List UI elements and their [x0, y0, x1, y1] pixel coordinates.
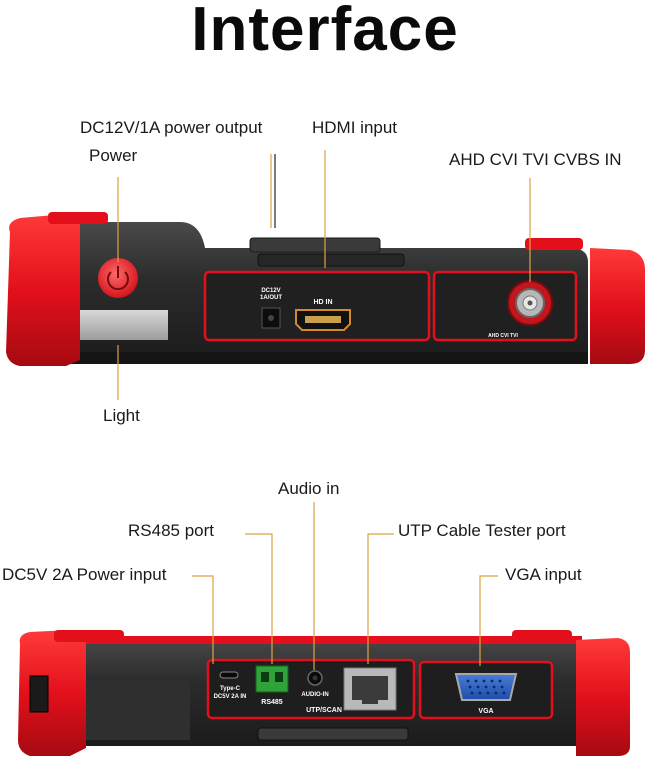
light-indicator: [80, 310, 168, 340]
dc-port-label-1: DC12V: [261, 288, 280, 294]
bottom-device: Type-C DC5V 2A IN RS485 AUDIO-IN UTP/SCA…: [18, 630, 630, 756]
bottom-callout-lines: [192, 502, 498, 670]
dc-output-label: DC12V/1A power output: [80, 118, 263, 137]
top-left-bumper: [6, 214, 80, 366]
vga-port-label: VGA: [478, 708, 493, 715]
top-right-bumper: [590, 248, 645, 364]
top-port-panel: [203, 270, 431, 342]
utp-port-label: UTP/SCAN: [306, 707, 342, 714]
top-device: DC12V 1A/OUT HD IN AHD CVI TVI: [6, 212, 645, 366]
bnc-port-label: AHD CVI TVI: [488, 333, 518, 339]
rs485-label: RS485 port: [128, 521, 214, 540]
dc-input-label: DC5V 2A Power input: [2, 565, 167, 584]
typec-port: [219, 671, 239, 679]
rs485-port-label: RS485: [261, 699, 283, 706]
dc-port-label-2: 1A/OUT: [260, 295, 282, 301]
typec-label-1: Type-C: [220, 686, 241, 692]
page-title: Interface: [191, 0, 459, 64]
utp-label: UTP Cable Tester port: [398, 521, 566, 540]
vga-input-label: VGA input: [505, 565, 582, 584]
bottom-left-bumper: [18, 630, 86, 756]
rs485-terminal: [255, 665, 289, 693]
top-callout-lines: [117, 150, 531, 400]
bottom-right-bumper: [576, 638, 630, 756]
video-in-label: AHD CVI TVI CVBS IN: [449, 150, 622, 169]
light-label: Light: [103, 406, 140, 425]
power-label: Power: [89, 146, 138, 165]
hdmi-input-label: HDMI input: [312, 118, 398, 137]
audio-port-label: AUDIO-IN: [301, 692, 328, 698]
hdmi-port-label: HD IN: [313, 299, 332, 306]
audio-in-label: Audio in: [278, 479, 340, 498]
typec-label-2: DC5V 2A IN: [214, 694, 247, 700]
bnc-port-panel: [432, 270, 578, 342]
